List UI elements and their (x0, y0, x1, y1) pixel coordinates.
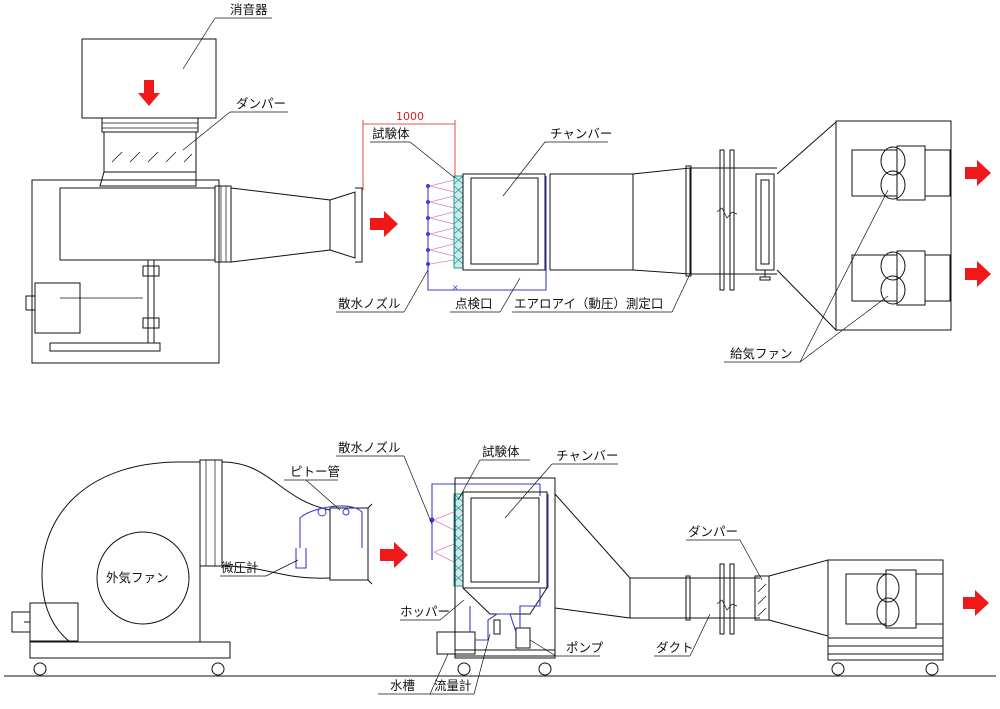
bottom-fan-box (827, 559, 944, 676)
label-flow-meter: 流量計 (434, 678, 472, 693)
bottom-spray-nozzles (429, 483, 541, 563)
label-supply-fan: 給気ファン (730, 346, 793, 361)
label-pitot-tube: ピトー管 (290, 464, 340, 479)
top-outlet-arrow-upper (965, 160, 991, 186)
label-silencer: 消音器 (230, 2, 268, 17)
label-inspection-port: 点検口 (455, 296, 493, 311)
top-damper (99, 117, 199, 187)
bottom-outlet-duct (554, 493, 829, 637)
top-base-frame (31, 179, 220, 364)
label-specimen-bottom: 試験体 (482, 444, 520, 459)
label-duct: ダクト (656, 640, 694, 655)
top-flow-arrow-inlet (370, 211, 398, 237)
bottom-diagram: 散水ノズル 試験体 チャンバー ピトー管 外気ファン 微圧計 ダンパー ホッパー… (4, 440, 996, 695)
label-specimen-top: 試験体 (372, 126, 410, 141)
silencer (81, 38, 217, 119)
water-system (436, 588, 541, 655)
svg-text:×: × (452, 283, 459, 292)
label-damper-top: ダンパー (236, 96, 286, 111)
top-outlet-duct (549, 120, 837, 332)
pitot-tube (295, 505, 363, 569)
top-outlet-arrow-lower (965, 261, 991, 287)
dimension-line: 1000 (362, 110, 456, 190)
label-chamber-top: チャンバー (550, 126, 612, 141)
outdoor-fan (11, 459, 373, 676)
label-aero-eye: エアロアイ（動圧）測定口 (514, 296, 663, 311)
label-spray-nozzle-top: 散水ノズル (338, 296, 401, 311)
label-outdoor-fan: 外気ファン (106, 570, 169, 585)
dimension-text: 1000 (396, 110, 424, 123)
top-chamber (462, 173, 547, 271)
label-hopper: ホッパー (400, 604, 450, 619)
top-inlet-duct (59, 185, 363, 263)
top-flow-arrow-silencer (138, 80, 160, 106)
label-micro-manometer: 微圧計 (221, 560, 259, 575)
top-diagram: 1000 × (25, 2, 991, 364)
label-chamber-bottom: チャンバー (556, 448, 618, 463)
top-spray-nozzles: × (426, 179, 547, 292)
bottom-chamber (454, 477, 556, 676)
label-pump: ポンプ (566, 640, 604, 655)
bottom-outlet-arrow (963, 590, 989, 616)
label-damper-bottom: ダンパー (688, 524, 738, 539)
label-spray-nozzle-bottom: 散水ノズル (338, 440, 401, 455)
top-specimen (453, 175, 464, 269)
top-supply-fan-box (835, 120, 952, 331)
label-water-tank: 水槽 (390, 678, 415, 693)
bottom-flow-arrow-inlet (380, 542, 408, 568)
top-support (25, 260, 160, 343)
